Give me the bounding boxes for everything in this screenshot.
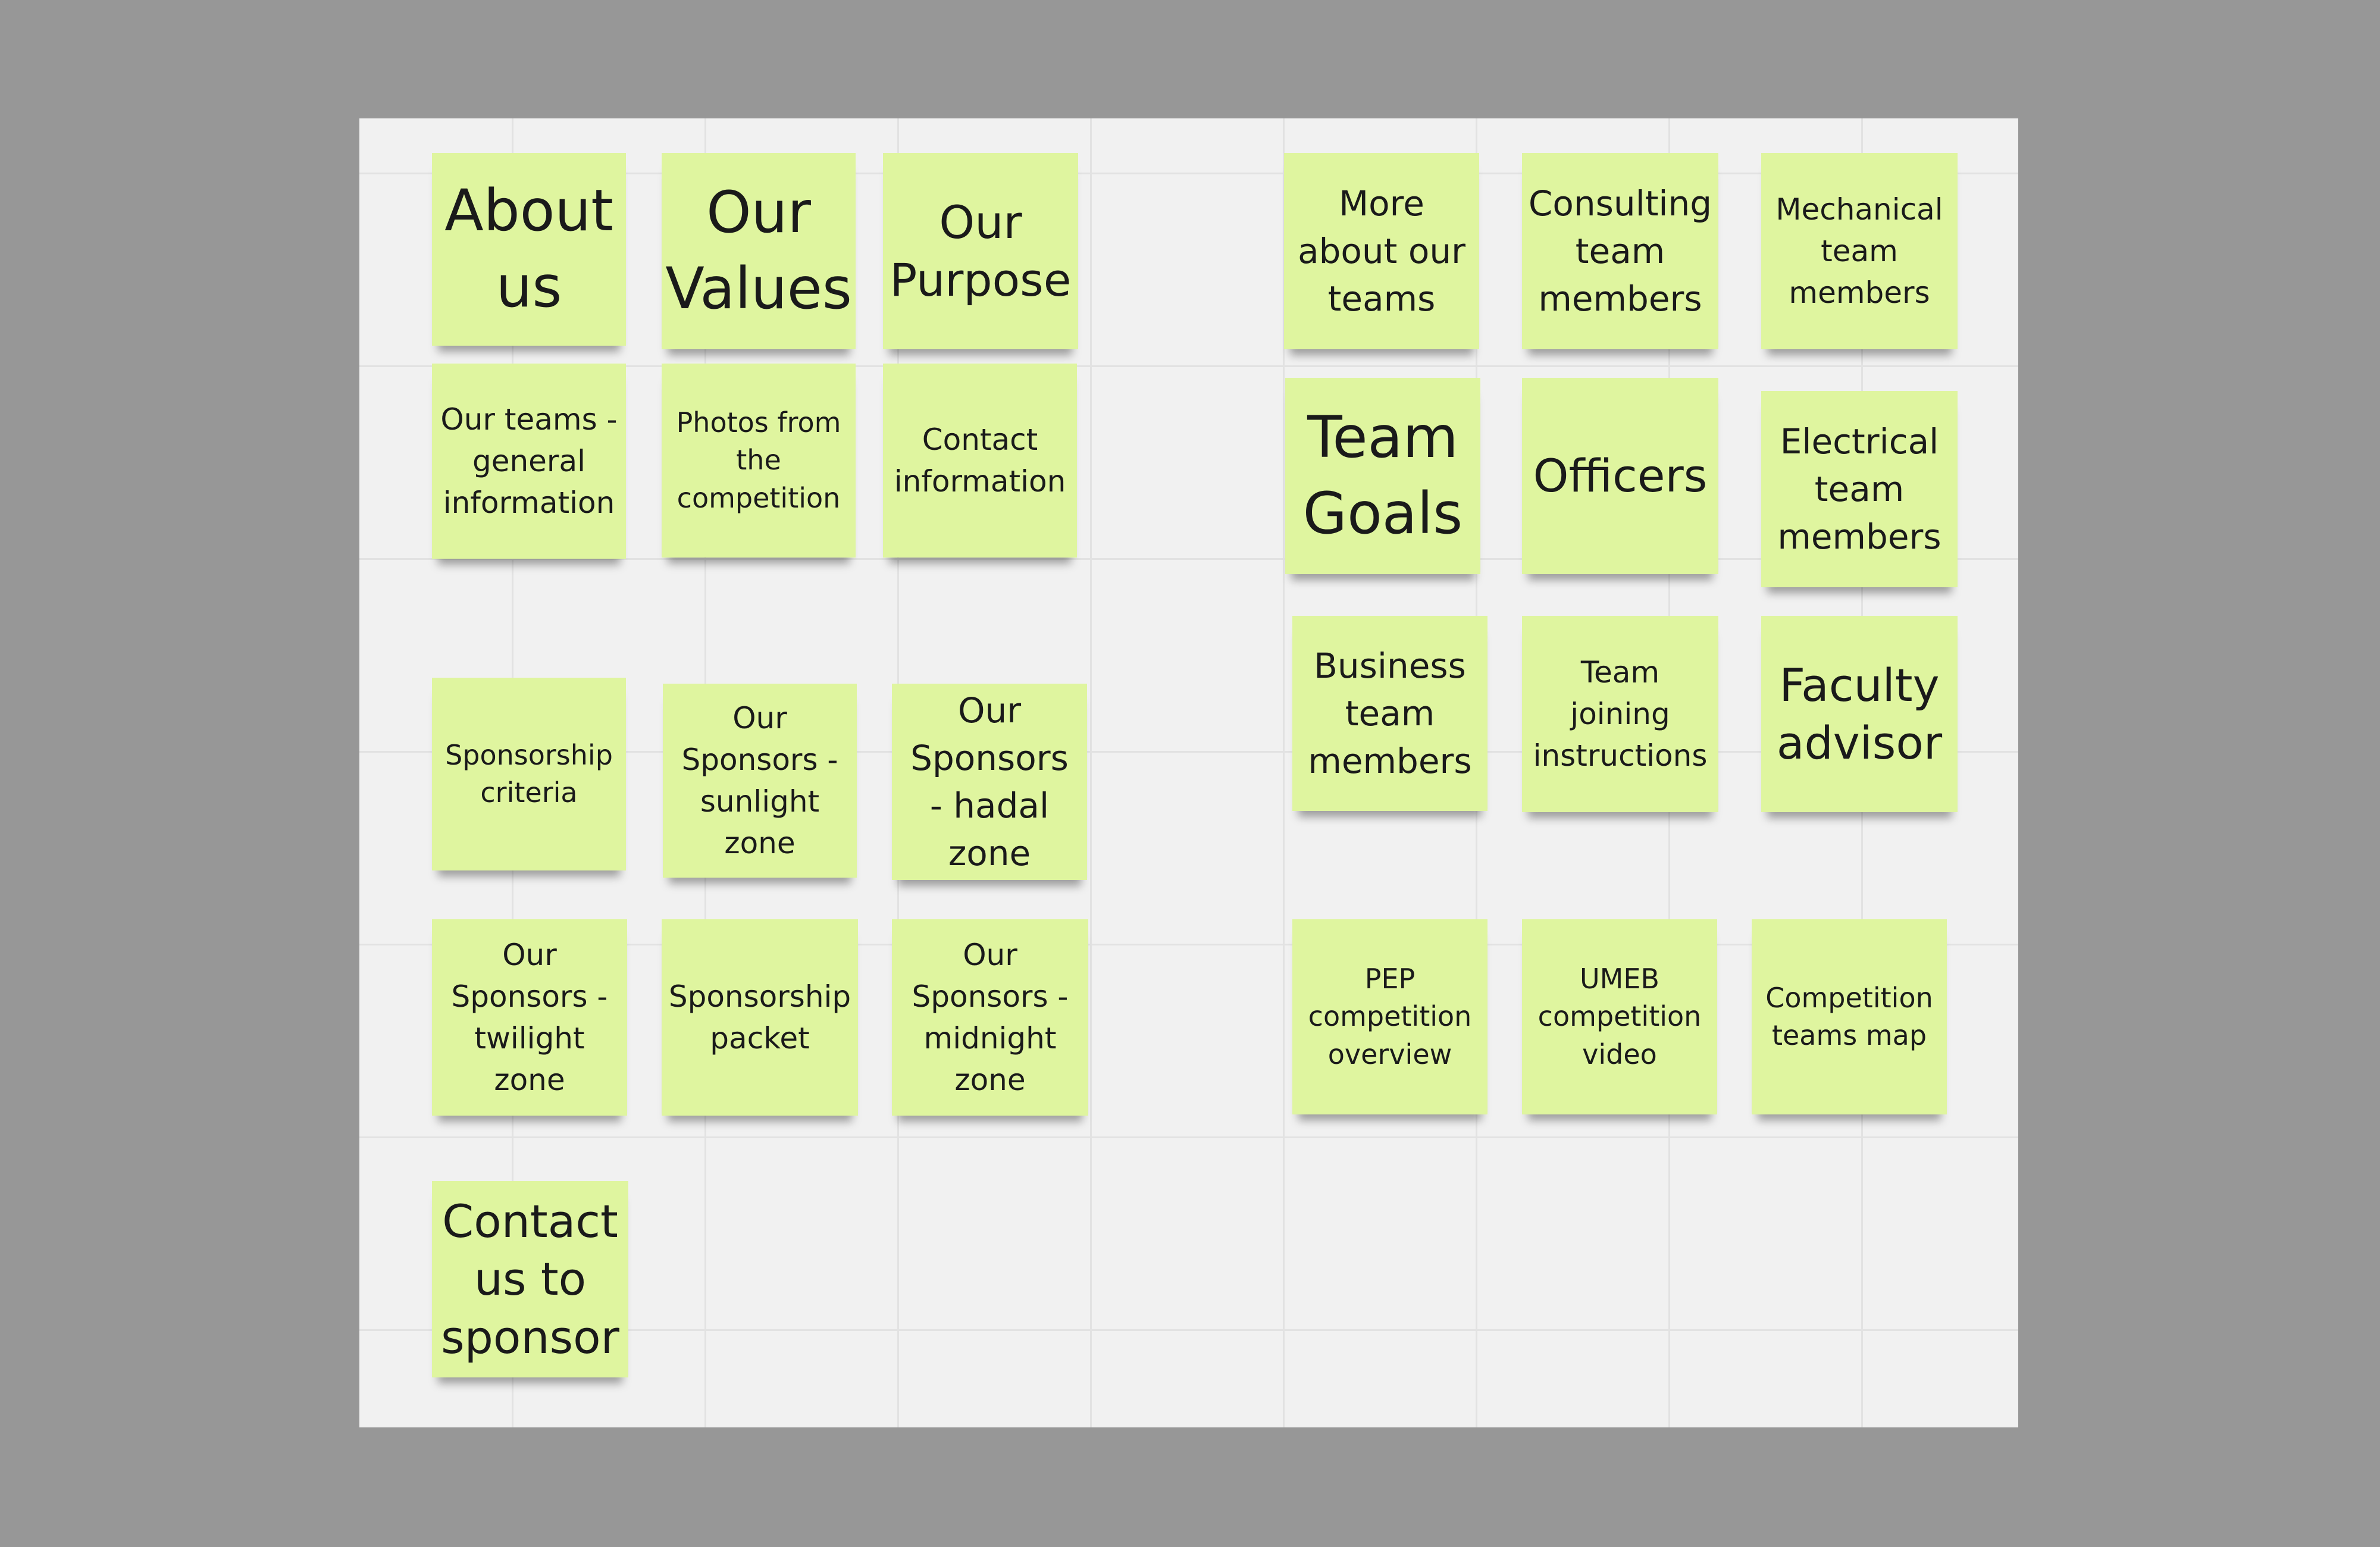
- sticky-note-business-team[interactable]: Business team members: [1292, 616, 1488, 811]
- sticky-note-electrical-team[interactable]: Electrical team members: [1761, 391, 1958, 587]
- sticky-note-text: Mechanical team members: [1775, 192, 1943, 310]
- sticky-note-umeb-video[interactable]: UMEB competition video: [1522, 919, 1717, 1114]
- sticky-note-about-us[interactable]: About us: [432, 153, 626, 346]
- sticky-note-text: Business team members: [1308, 645, 1472, 782]
- sticky-note-text: More about our teams: [1298, 183, 1465, 320]
- sticky-note-text: Sponsorship packet: [668, 979, 851, 1056]
- sticky-note-pep-overview[interactable]: PEP competition overview: [1292, 919, 1488, 1114]
- sticky-note-contact-to-sponsor[interactable]: Contact us to sponsor: [432, 1181, 628, 1377]
- sticky-note-photos-competition[interactable]: Photos from the competition: [662, 364, 856, 558]
- whiteboard-canvas[interactable]: About us Our Values Our Purpose Our team…: [359, 118, 2018, 1427]
- sticky-note-competition-map[interactable]: Competition teams map: [1752, 919, 1947, 1114]
- sticky-note-team-goals[interactable]: Team Goals: [1285, 378, 1480, 574]
- sticky-note-faculty-advisor[interactable]: Faculty advisor: [1761, 616, 1958, 812]
- sticky-note-text: UMEB competition video: [1537, 962, 1702, 1070]
- sticky-note-text: Team joining instructions: [1533, 655, 1708, 773]
- sticky-note-text: Competition teams map: [1765, 981, 1933, 1051]
- sticky-note-text: Contact us to sponsor: [441, 1195, 619, 1364]
- sticky-note-text: Our Sponsors - hadal zone: [910, 690, 1069, 874]
- sticky-note-our-teams-general[interactable]: Our teams - general information: [432, 364, 626, 559]
- sticky-note-contact-information[interactable]: Contact information: [883, 364, 1077, 558]
- sticky-note-text: Contact information: [894, 422, 1066, 499]
- sticky-note-text: Electrical team members: [1777, 421, 1941, 558]
- sticky-note-text: PEP competition overview: [1308, 962, 1472, 1070]
- sticky-note-our-values[interactable]: Our Values: [662, 153, 856, 349]
- sticky-note-text: About us: [444, 177, 613, 320]
- sticky-note-sponsors-twilight[interactable]: Our Sponsors - twilight zone: [432, 919, 627, 1116]
- sticky-note-text: Our Sponsors - sunlight zone: [681, 701, 838, 860]
- sticky-note-sponsors-midnight[interactable]: Our Sponsors - midnight zone: [892, 919, 1088, 1116]
- sticky-note-text: Sponsorship criteria: [445, 738, 613, 809]
- sticky-note-text: Our teams - general information: [440, 402, 618, 520]
- sticky-note-sponsors-hadal[interactable]: Our Sponsors - hadal zone: [892, 684, 1087, 880]
- sticky-note-sponsors-sunlight[interactable]: Our Sponsors - sunlight zone: [663, 684, 857, 878]
- sticky-note-text: Faculty advisor: [1776, 658, 1943, 769]
- sticky-note-text: Officers: [1533, 449, 1708, 503]
- sticky-note-mechanical-team[interactable]: Mechanical team members: [1761, 153, 1958, 349]
- sticky-note-text: Our Values: [665, 179, 852, 322]
- sticky-note-text: Team Goals: [1302, 404, 1463, 547]
- sticky-note-our-purpose[interactable]: Our Purpose: [883, 153, 1078, 349]
- sticky-note-text: Photos from the competition: [676, 406, 841, 514]
- sticky-note-text: Our Sponsors - midnight zone: [912, 938, 1069, 1097]
- sticky-note-text: Consulting team members: [1528, 183, 1712, 320]
- sticky-note-team-joining[interactable]: Team joining instructions: [1522, 616, 1718, 812]
- sticky-note-text: Our Purpose: [890, 195, 1072, 306]
- sticky-note-consulting-team[interactable]: Consulting team members: [1522, 153, 1718, 349]
- sticky-note-text: Our Sponsors - twilight zone: [451, 938, 608, 1097]
- sticky-note-sponsorship-packet[interactable]: Sponsorship packet: [662, 919, 858, 1116]
- sticky-note-more-about-teams[interactable]: More about our teams: [1284, 153, 1479, 349]
- sticky-note-officers[interactable]: Officers: [1522, 378, 1718, 574]
- sticky-note-sponsorship-criteria[interactable]: Sponsorship criteria: [432, 678, 626, 870]
